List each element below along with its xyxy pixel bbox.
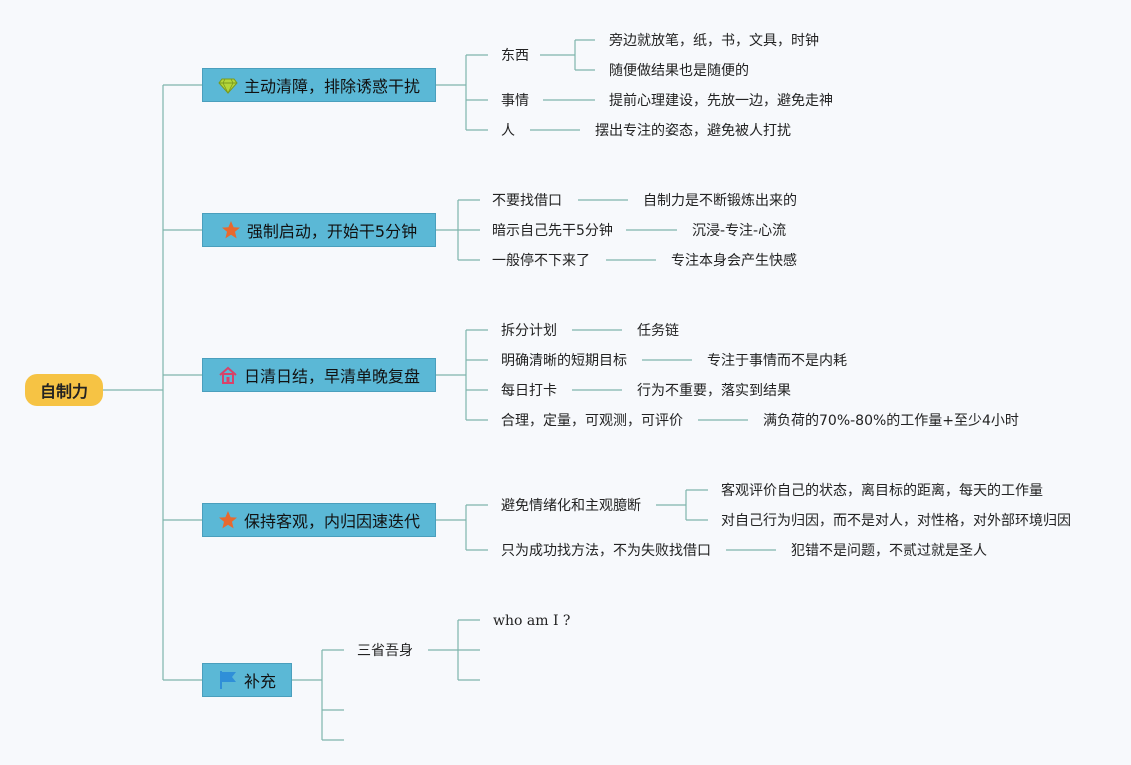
star-icon (221, 220, 241, 240)
item-node[interactable]: 明确清晰的短期目标 (501, 353, 627, 369)
branch-node-2[interactable]: 强制启动，开始干5分钟 (202, 213, 436, 247)
branch-label: 保持客观，内归因速迭代 (243, 512, 420, 531)
leaf-node[interactable]: 自制力是不断锻炼出来的 (643, 193, 797, 209)
branch-node-4[interactable]: 保持客观，内归因速迭代 (202, 503, 436, 537)
branch-label: 日清日结，早清单晚复盘 (243, 367, 420, 386)
branch-node-1[interactable]: 主动清障，排除诱惑干扰 (202, 68, 436, 102)
leaf-node[interactable]: 沉浸-专注-心流 (692, 223, 787, 239)
branch-label: 主动清障，排除诱惑干扰 (243, 77, 420, 96)
home-icon (218, 365, 238, 385)
root-node[interactable]: 自制力 (25, 374, 103, 406)
leaf-node[interactable]: who am I ? (493, 613, 571, 629)
item-node[interactable]: 避免情绪化和主观臆断 (501, 498, 641, 514)
leaf-node[interactable]: 旁边就放笔，纸，书，文具，时钟 (609, 33, 819, 49)
item-node[interactable]: 拆分计划 (501, 323, 557, 339)
item-node[interactable]: 合理，定量，可观测，可评价 (501, 413, 683, 429)
item-node[interactable]: 人 (501, 123, 515, 139)
leaf-node[interactable]: 专注本身会产生快感 (671, 253, 797, 269)
star-icon (218, 510, 238, 530)
branch-label: 强制启动，开始干5分钟 (246, 222, 418, 241)
leaf-node[interactable]: 任务链 (637, 323, 679, 339)
leaf-node[interactable]: 专注于事情而不是内耗 (707, 353, 847, 369)
gem-icon (218, 75, 238, 95)
item-node[interactable]: 不要找借口 (492, 193, 562, 209)
leaf-node[interactable]: 客观评价自己的状态，离目标的距离，每天的工作量 (721, 483, 1043, 499)
item-node[interactable]: 事情 (501, 93, 529, 109)
item-node[interactable]: 只为成功找方法，不为失败找借口 (501, 543, 711, 559)
leaf-node[interactable]: 行为不重要，落实到结果 (637, 383, 791, 399)
leaf-node[interactable]: 随便做结果也是随便的 (609, 63, 749, 79)
item-node[interactable]: 每日打卡 (501, 383, 557, 399)
flag-icon (218, 670, 238, 690)
leaf-node[interactable]: 犯错不是问题，不贰过就是圣人 (791, 543, 987, 559)
leaf-node[interactable]: 摆出专注的姿态，避免被人打扰 (595, 123, 791, 139)
item-node[interactable]: 一般停不下来了 (492, 253, 590, 269)
branch-node-5[interactable]: 补充 (202, 663, 292, 697)
item-node[interactable]: 东西 (501, 48, 529, 64)
item-node[interactable]: 暗示自己先干5分钟 (492, 223, 613, 239)
branch-node-3[interactable]: 日清日结，早清单晚复盘 (202, 358, 436, 392)
branch-label: 补充 (243, 672, 276, 691)
leaf-node[interactable]: 提前心理建设，先放一边，避免走神 (609, 93, 833, 109)
leaf-node[interactable]: 满负荷的70%-80%的工作量+至少4小时 (763, 413, 1019, 429)
leaf-node[interactable]: 对自己行为归因，而不是对人，对性格，对外部环境归因 (721, 513, 1071, 529)
item-node[interactable]: 三省吾身 (357, 643, 413, 659)
